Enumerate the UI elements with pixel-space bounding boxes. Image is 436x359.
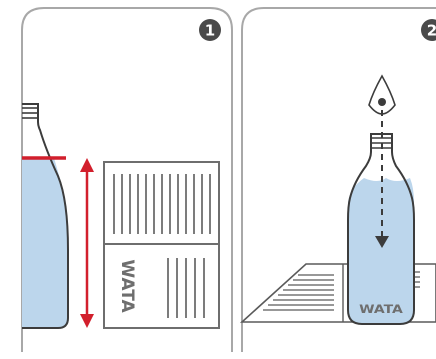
label-sheet-1-barcode (113, 174, 211, 234)
height-measure-arrow (80, 158, 94, 328)
step-badge-1: 1 (199, 19, 221, 41)
panel-2-frame (241, 7, 436, 352)
bottle-1-water (22, 158, 68, 328)
label-sheet-1-lines (167, 258, 205, 318)
bottle-1 (22, 103, 69, 329)
paper-sheet-2-lines-left (263, 274, 334, 311)
step-number-1: 1 (205, 22, 215, 40)
label-sheet-1: WATA (103, 161, 220, 329)
step-number-2: 2 (427, 22, 436, 40)
label-text-1: WATA (117, 259, 137, 313)
panel-2: 2 (239, 7, 436, 352)
panel-1-frame (21, 7, 233, 352)
bottle-1-outline (22, 103, 69, 329)
bottle-2: WATA (347, 133, 415, 325)
sight-arrow (375, 110, 389, 248)
label-text-2: WATA (359, 302, 403, 315)
bottle-2-water (348, 178, 414, 324)
bottle-2-outline (347, 133, 415, 325)
eye-icon (368, 74, 396, 115)
bottle-1-neck-rings (22, 107, 38, 119)
panel-1: 1 (21, 7, 233, 352)
step-badge-2: 2 (421, 19, 436, 41)
